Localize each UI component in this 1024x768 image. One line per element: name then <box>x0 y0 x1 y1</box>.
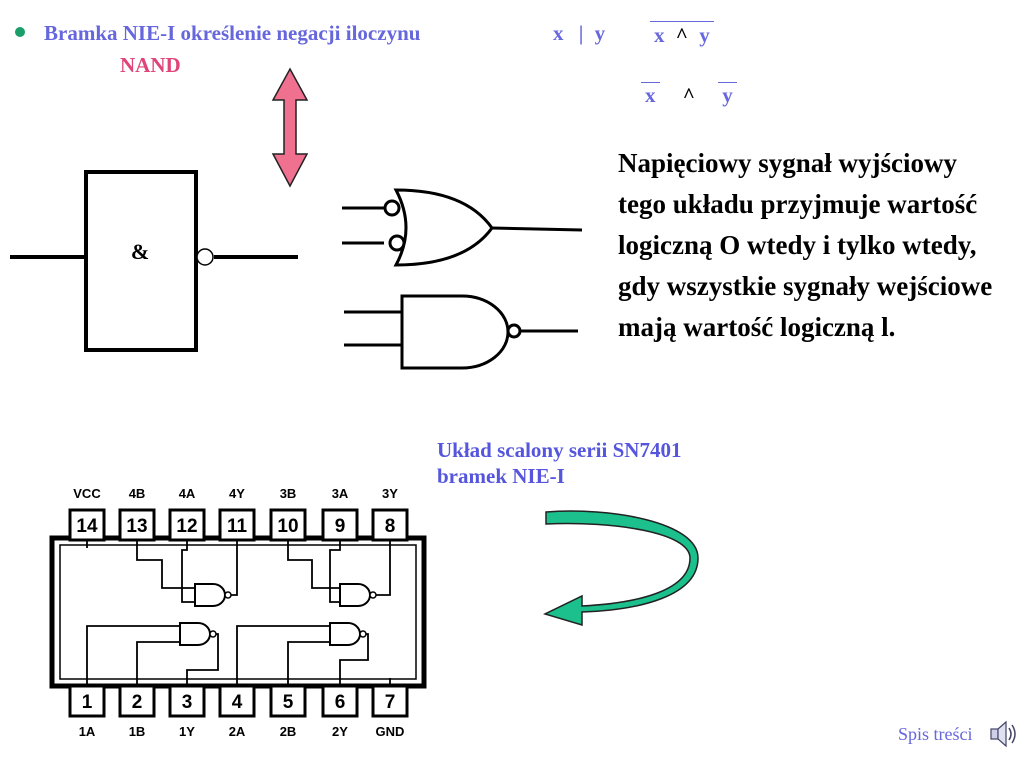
ic-pin-label: 1B <box>129 724 146 739</box>
ic-pin-label: 2B <box>280 724 297 739</box>
ic-pin-12: 4A 12 <box>168 486 206 542</box>
ic-pin-number: 6 <box>335 692 346 713</box>
expr-and-op: ^ <box>682 83 695 107</box>
ic-pin-label: 4B <box>129 486 146 501</box>
ic-pin-label: 3B <box>280 486 297 501</box>
ic-wire <box>181 540 195 603</box>
ic-wire <box>186 633 219 686</box>
ic-caption-line2: bramek NIE-I <box>437 464 565 488</box>
ic-pin-8: 3Y 8 <box>371 486 409 542</box>
expr-x: x <box>553 21 564 45</box>
expr-y: y <box>699 23 710 47</box>
ic-sn7401: VCC 14 4B 13 4A 12 4Y 11 3B 10 3A 9 3Y 8 1 1A 2 1B 3 1Y 4 2A 5… <box>49 486 427 739</box>
bullet-icon <box>15 27 25 37</box>
ic-pin-number: 4 <box>232 692 243 713</box>
ic-wire <box>287 540 340 589</box>
ic-pin-number: 10 <box>277 516 298 537</box>
nand-box-symbol: & <box>10 170 298 352</box>
ic-wire <box>136 641 180 686</box>
ic-pin-11: 4Y 11 <box>218 486 256 542</box>
expr-notx-and-noty: x ^ y <box>641 82 737 108</box>
ic-internal-gate <box>194 583 226 607</box>
speaker-icon[interactable] <box>988 718 1018 750</box>
ic-pin-label: 4Y <box>229 486 245 501</box>
nand-label: NAND <box>120 53 181 77</box>
ic-pin-number: 2 <box>132 692 143 713</box>
ic-pin-number: 8 <box>385 516 396 537</box>
expr-bar: | <box>578 21 584 45</box>
ic-wire <box>236 625 330 686</box>
or-gate-inverted-inputs <box>342 188 583 267</box>
ic-wire <box>136 540 195 589</box>
ic-pin-number: 13 <box>126 516 147 537</box>
ic-caption: Układ scalony serii SN7401 bramek NIE-I <box>437 437 681 489</box>
description-text: Napięciowy sygnał wyjściowy tego układu … <box>618 148 993 342</box>
ic-pin-label: 3A <box>332 486 349 501</box>
ic-pin-6: 6 2Y <box>321 684 359 739</box>
ic-wire <box>231 540 238 596</box>
ic-pin-3: 3 1Y <box>168 684 206 739</box>
ic-pin-number: 1 <box>82 692 93 713</box>
toc-link[interactable]: Spis treści <box>898 724 973 744</box>
slide-title: Bramka NIE-I określenie negacji iloczynu <box>44 21 421 45</box>
ic-pin-1: 1 1A <box>68 684 106 739</box>
ic-pin-10: 3B 10 <box>269 486 307 542</box>
ic-pin-9: 3A 9 <box>321 486 359 542</box>
ic-pin-label: 1Y <box>179 724 195 739</box>
ic-caption-line1: Układ scalony serii SN7401 <box>437 438 682 462</box>
expr-not-x-and-y: x ^ y <box>650 21 714 48</box>
ic-internal-gate <box>339 583 371 607</box>
expr-x-or-y: x | y <box>553 21 605 46</box>
ic-pin-13: 4B 13 <box>118 486 156 542</box>
and-symbol-label: & <box>131 239 149 264</box>
expr-y: y <box>594 21 606 45</box>
ic-wire <box>339 633 369 686</box>
ic-pin-number: 5 <box>283 692 294 713</box>
ic-pin-number: 7 <box>385 692 396 713</box>
ic-internal-gate <box>329 622 361 646</box>
expr-and-op: ^ <box>675 23 688 47</box>
ic-pin-label: 2Y <box>332 724 348 739</box>
ic-pin-label: GND <box>376 724 405 739</box>
ic-internal-gate <box>179 622 211 646</box>
chip-body <box>49 535 427 689</box>
ic-pin-14: VCC 14 <box>68 486 106 542</box>
ic-pin-label: 2A <box>229 724 246 739</box>
ic-pin-label: VCC <box>73 486 101 501</box>
negation-bubble <box>196 248 214 266</box>
ic-pin-2: 2 1B <box>118 684 156 739</box>
ic-wire <box>287 641 330 686</box>
ic-wire <box>86 625 180 686</box>
ic-wire <box>376 540 391 596</box>
expr-x: x <box>654 23 665 47</box>
ic-pin-number: 9 <box>335 516 346 537</box>
pink-double-arrow <box>271 67 309 188</box>
ic-pin-4: 4 2A <box>218 684 256 739</box>
expr-y: y <box>718 82 737 107</box>
ic-pin-number: 3 <box>182 692 193 713</box>
ic-pin-number: 12 <box>176 516 197 537</box>
ic-pin-number: 14 <box>76 516 98 537</box>
ic-pin-label: 4A <box>179 486 196 501</box>
ic-pin-number: 11 <box>227 516 248 537</box>
ic-pin-5: 5 2B <box>269 684 307 739</box>
nand-gate <box>344 294 578 370</box>
expr-x: x <box>641 82 660 107</box>
ic-wire <box>329 540 341 603</box>
ic-pin-label: 3Y <box>382 486 398 501</box>
teal-curved-arrow <box>542 510 699 627</box>
ic-pin-label: 1A <box>79 724 96 739</box>
